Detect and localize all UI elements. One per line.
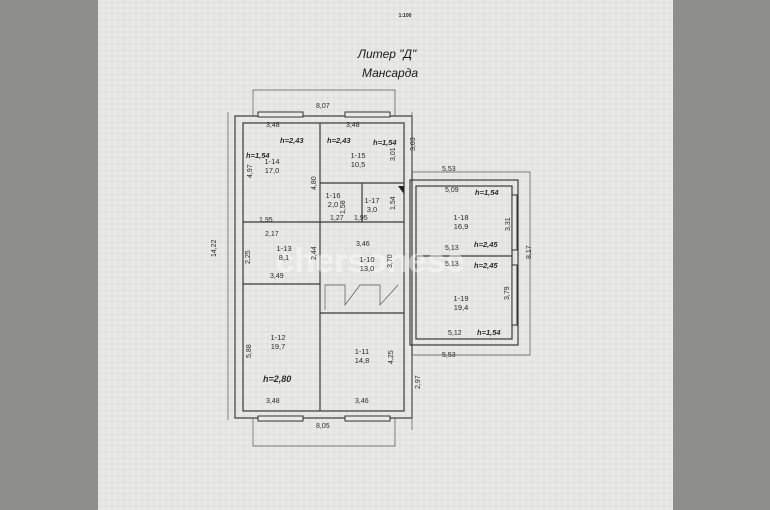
dims-r14_w-label: 3,48 <box>266 122 280 129</box>
rooms-7-id-label: 1-17 <box>364 196 379 205</box>
dims-wing_top-label: 5,53 <box>442 166 456 173</box>
dims-r13_h-label: 2,25 <box>245 250 252 264</box>
heights-h154-label: h=1,54 <box>246 151 270 160</box>
rooms-0-area-label: 13,0 <box>360 264 375 273</box>
room-1-13: 1-138,1 <box>276 244 291 262</box>
dims-wing_bottom-label: 5,53 <box>442 352 456 359</box>
heights-h154-label: h=1,54 <box>475 188 499 197</box>
dims-r12_h-label: 5,88 <box>246 344 253 358</box>
dims-r19_h-label: 3,79 <box>504 286 511 300</box>
rooms-1-id-label: 1-11 <box>355 347 369 356</box>
dims-r18_h-label: 3,31 <box>505 217 512 231</box>
rooms-6-id-label: 1-16 <box>325 191 340 200</box>
room-1-17: 1-173,0 <box>364 196 379 214</box>
rooms-6-area-label: 2,0 <box>328 200 338 209</box>
heights-h245-label: h=2,45 <box>474 261 498 270</box>
dims-r13_top1-label: 1,95 <box>259 217 273 224</box>
heights-h280-label: h=2,80 <box>263 374 291 384</box>
dims-top_total-label: 8,07 <box>316 103 330 110</box>
dims-side_top-label: 3,03 <box>410 137 417 151</box>
dims-r15_h-label: 3,01 <box>390 147 397 161</box>
heights-h154-label: h=1,54 <box>477 328 501 337</box>
chimney-mark <box>398 186 404 194</box>
rooms-5-id-label: 1-15 <box>350 151 365 160</box>
dims-r11_h-label: 4,25 <box>388 350 395 364</box>
floor-title: Мансарда <box>362 66 418 80</box>
rooms-2-id-label: 1-12 <box>270 333 285 342</box>
rooms-8-area-label: 16,9 <box>454 222 469 231</box>
dims-r18_w2-label: 5,13 <box>445 245 459 252</box>
heights-h243-label: h=2,43 <box>327 136 351 145</box>
paper-sheet <box>98 0 673 510</box>
dims-r13_w-label: 3,49 <box>270 273 284 280</box>
dims-r16_w-label: 1,27 <box>330 215 344 222</box>
dims-r18_w-label: 5,09 <box>445 187 459 194</box>
rooms-8-id-label: 1-18 <box>453 213 468 222</box>
dims-r10_h-label: 3,70 <box>387 254 394 268</box>
dims-r13_top2-label: 2,17 <box>265 231 279 238</box>
dims-r15_w-label: 3,48 <box>346 122 360 129</box>
dims-r16_h-label: 1,58 <box>340 200 347 214</box>
dims-r19_w2-label: 5,12 <box>448 330 462 337</box>
dims-r17_h-label: 1,54 <box>390 196 397 210</box>
rooms-0-id-label: 1-10 <box>359 255 374 264</box>
scale-label: 1:100 <box>399 13 412 19</box>
rooms-3-area-label: 8,1 <box>279 253 289 262</box>
room-1-16: 1-162,0 <box>325 191 340 209</box>
heights-h154-label: h=1,54 <box>373 138 397 147</box>
dims-r19_w-label: 5,13 <box>445 261 459 268</box>
rooms-3-id-label: 1-13 <box>276 244 291 253</box>
dims-r11_w-label: 3,46 <box>355 398 369 405</box>
rooms-9-id-label: 1-19 <box>453 294 468 303</box>
rooms-4-id-label: 1-14 <box>264 157 279 166</box>
rooms-9-area-label: 19,4 <box>454 303 469 312</box>
heights-h243-label: h=2,43 <box>280 136 304 145</box>
dims-r17_w-label: 1,95 <box>354 215 368 222</box>
rooms-1-area-label: 14,8 <box>355 356 370 365</box>
dims-r10_w-label: 3,46 <box>356 241 370 248</box>
dims-r14_h-label: 4,97 <box>247 164 254 178</box>
rooms-7-area-label: 3,0 <box>367 205 377 214</box>
watermark: chersonese <box>276 242 465 280</box>
ceiling-heights: h=1,54 h=2,43 h=2,43 h=1,54 h=1,54 h=2,4… <box>246 136 501 384</box>
paper-grid <box>98 0 673 510</box>
heights-h245-label: h=2,45 <box>474 240 498 249</box>
dims-mid_h-label: 4,80 <box>311 176 318 190</box>
dims-right_wing-label: 8,17 <box>526 245 533 259</box>
rooms-2-area-label: 19,7 <box>271 342 286 351</box>
dims-left_total-label: 14,22 <box>211 239 218 257</box>
rooms-5-area-label: 10,5 <box>351 160 366 169</box>
rooms-4-area-label: 17,0 <box>265 166 280 175</box>
dims-side_bottom-label: 2,97 <box>415 375 422 389</box>
dims-r13_h2-label: 2,44 <box>311 246 318 260</box>
liter-title: Литер "Д" <box>357 47 417 61</box>
dims-bottom_total-label: 8,05 <box>316 423 330 430</box>
walls <box>227 89 531 447</box>
dims-r12_w-label: 3,48 <box>266 398 280 405</box>
dimensions: 8,07 8,05 3,48 3,48 1,27 1,95 1,95 2,17 … <box>211 103 533 430</box>
